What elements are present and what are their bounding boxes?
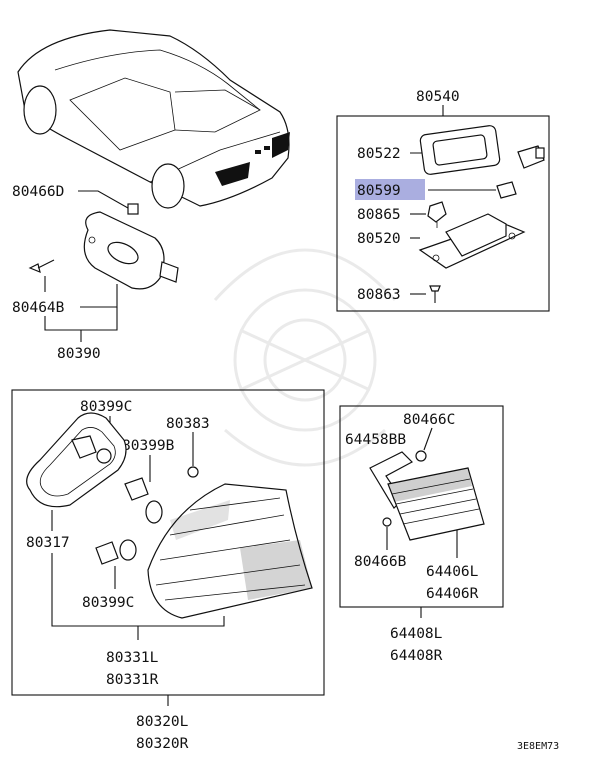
label-80599[interactable]: 80599 — [357, 183, 401, 199]
bulb-socket-upper — [71, 435, 112, 464]
bulb-holder-plate — [26, 412, 127, 508]
label-80331R[interactable]: 80331R — [106, 672, 159, 688]
label-80466D[interactable]: 80466D — [12, 184, 64, 200]
label-80390[interactable]: 80390 — [57, 346, 101, 362]
bracket-64458BB — [369, 451, 413, 509]
label-80320R[interactable]: 80320R — [136, 736, 189, 752]
tail-lamp-lens — [147, 483, 313, 619]
bulb-80599 — [496, 181, 517, 199]
label-80383[interactable]: 80383 — [166, 416, 210, 432]
label-64408L[interactable]: 64408L — [390, 626, 443, 642]
label-80399C-b[interactable]: 80399C — [82, 595, 134, 611]
highlight-80599 — [355, 179, 425, 200]
socket-part — [517, 145, 545, 169]
screw-80464B — [28, 259, 55, 273]
label-80522[interactable]: 80522 — [357, 146, 401, 162]
watermark-emblem — [213, 248, 397, 467]
label-80520[interactable]: 80520 — [357, 231, 401, 247]
clip-80466D — [127, 203, 139, 215]
license-lamp-box — [336, 115, 550, 312]
label-80317[interactable]: 80317 — [26, 535, 70, 551]
lamp-80520 — [418, 213, 526, 269]
label-80399B[interactable]: 80399B — [122, 438, 175, 454]
clip-80466B — [382, 517, 392, 527]
clip-80466C — [415, 450, 427, 462]
label-64458BB[interactable]: 64458BB — [345, 432, 406, 448]
clip-80865 — [427, 201, 447, 228]
diagram-code: 3E8EM73 — [517, 741, 559, 752]
label-80331L[interactable]: 80331L — [106, 650, 159, 666]
reflector-64406 — [387, 467, 485, 541]
label-80865[interactable]: 80865 — [357, 207, 401, 223]
label-80863[interactable]: 80863 — [357, 287, 401, 303]
gasket-80522 — [419, 125, 501, 175]
screw-80863 — [429, 285, 441, 303]
label-64406L[interactable]: 64406L — [426, 564, 479, 580]
bulb-socket-lower — [95, 539, 137, 565]
label-80320L[interactable]: 80320L — [136, 714, 189, 730]
label-64406R[interactable]: 64406R — [426, 586, 479, 602]
label-80399C-a[interactable]: 80399C — [80, 399, 132, 415]
label-80540[interactable]: 80540 — [416, 89, 460, 105]
label-80464B[interactable]: 80464B — [12, 300, 65, 316]
nut-80383 — [187, 466, 199, 478]
side-marker-lamp — [83, 211, 179, 290]
label-80466B[interactable]: 80466B — [354, 554, 407, 570]
label-80466C[interactable]: 80466C — [403, 412, 455, 428]
car-illustration — [17, 29, 290, 209]
label-64408R[interactable]: 64408R — [390, 648, 443, 664]
bulb-socket-80399B — [124, 477, 163, 524]
